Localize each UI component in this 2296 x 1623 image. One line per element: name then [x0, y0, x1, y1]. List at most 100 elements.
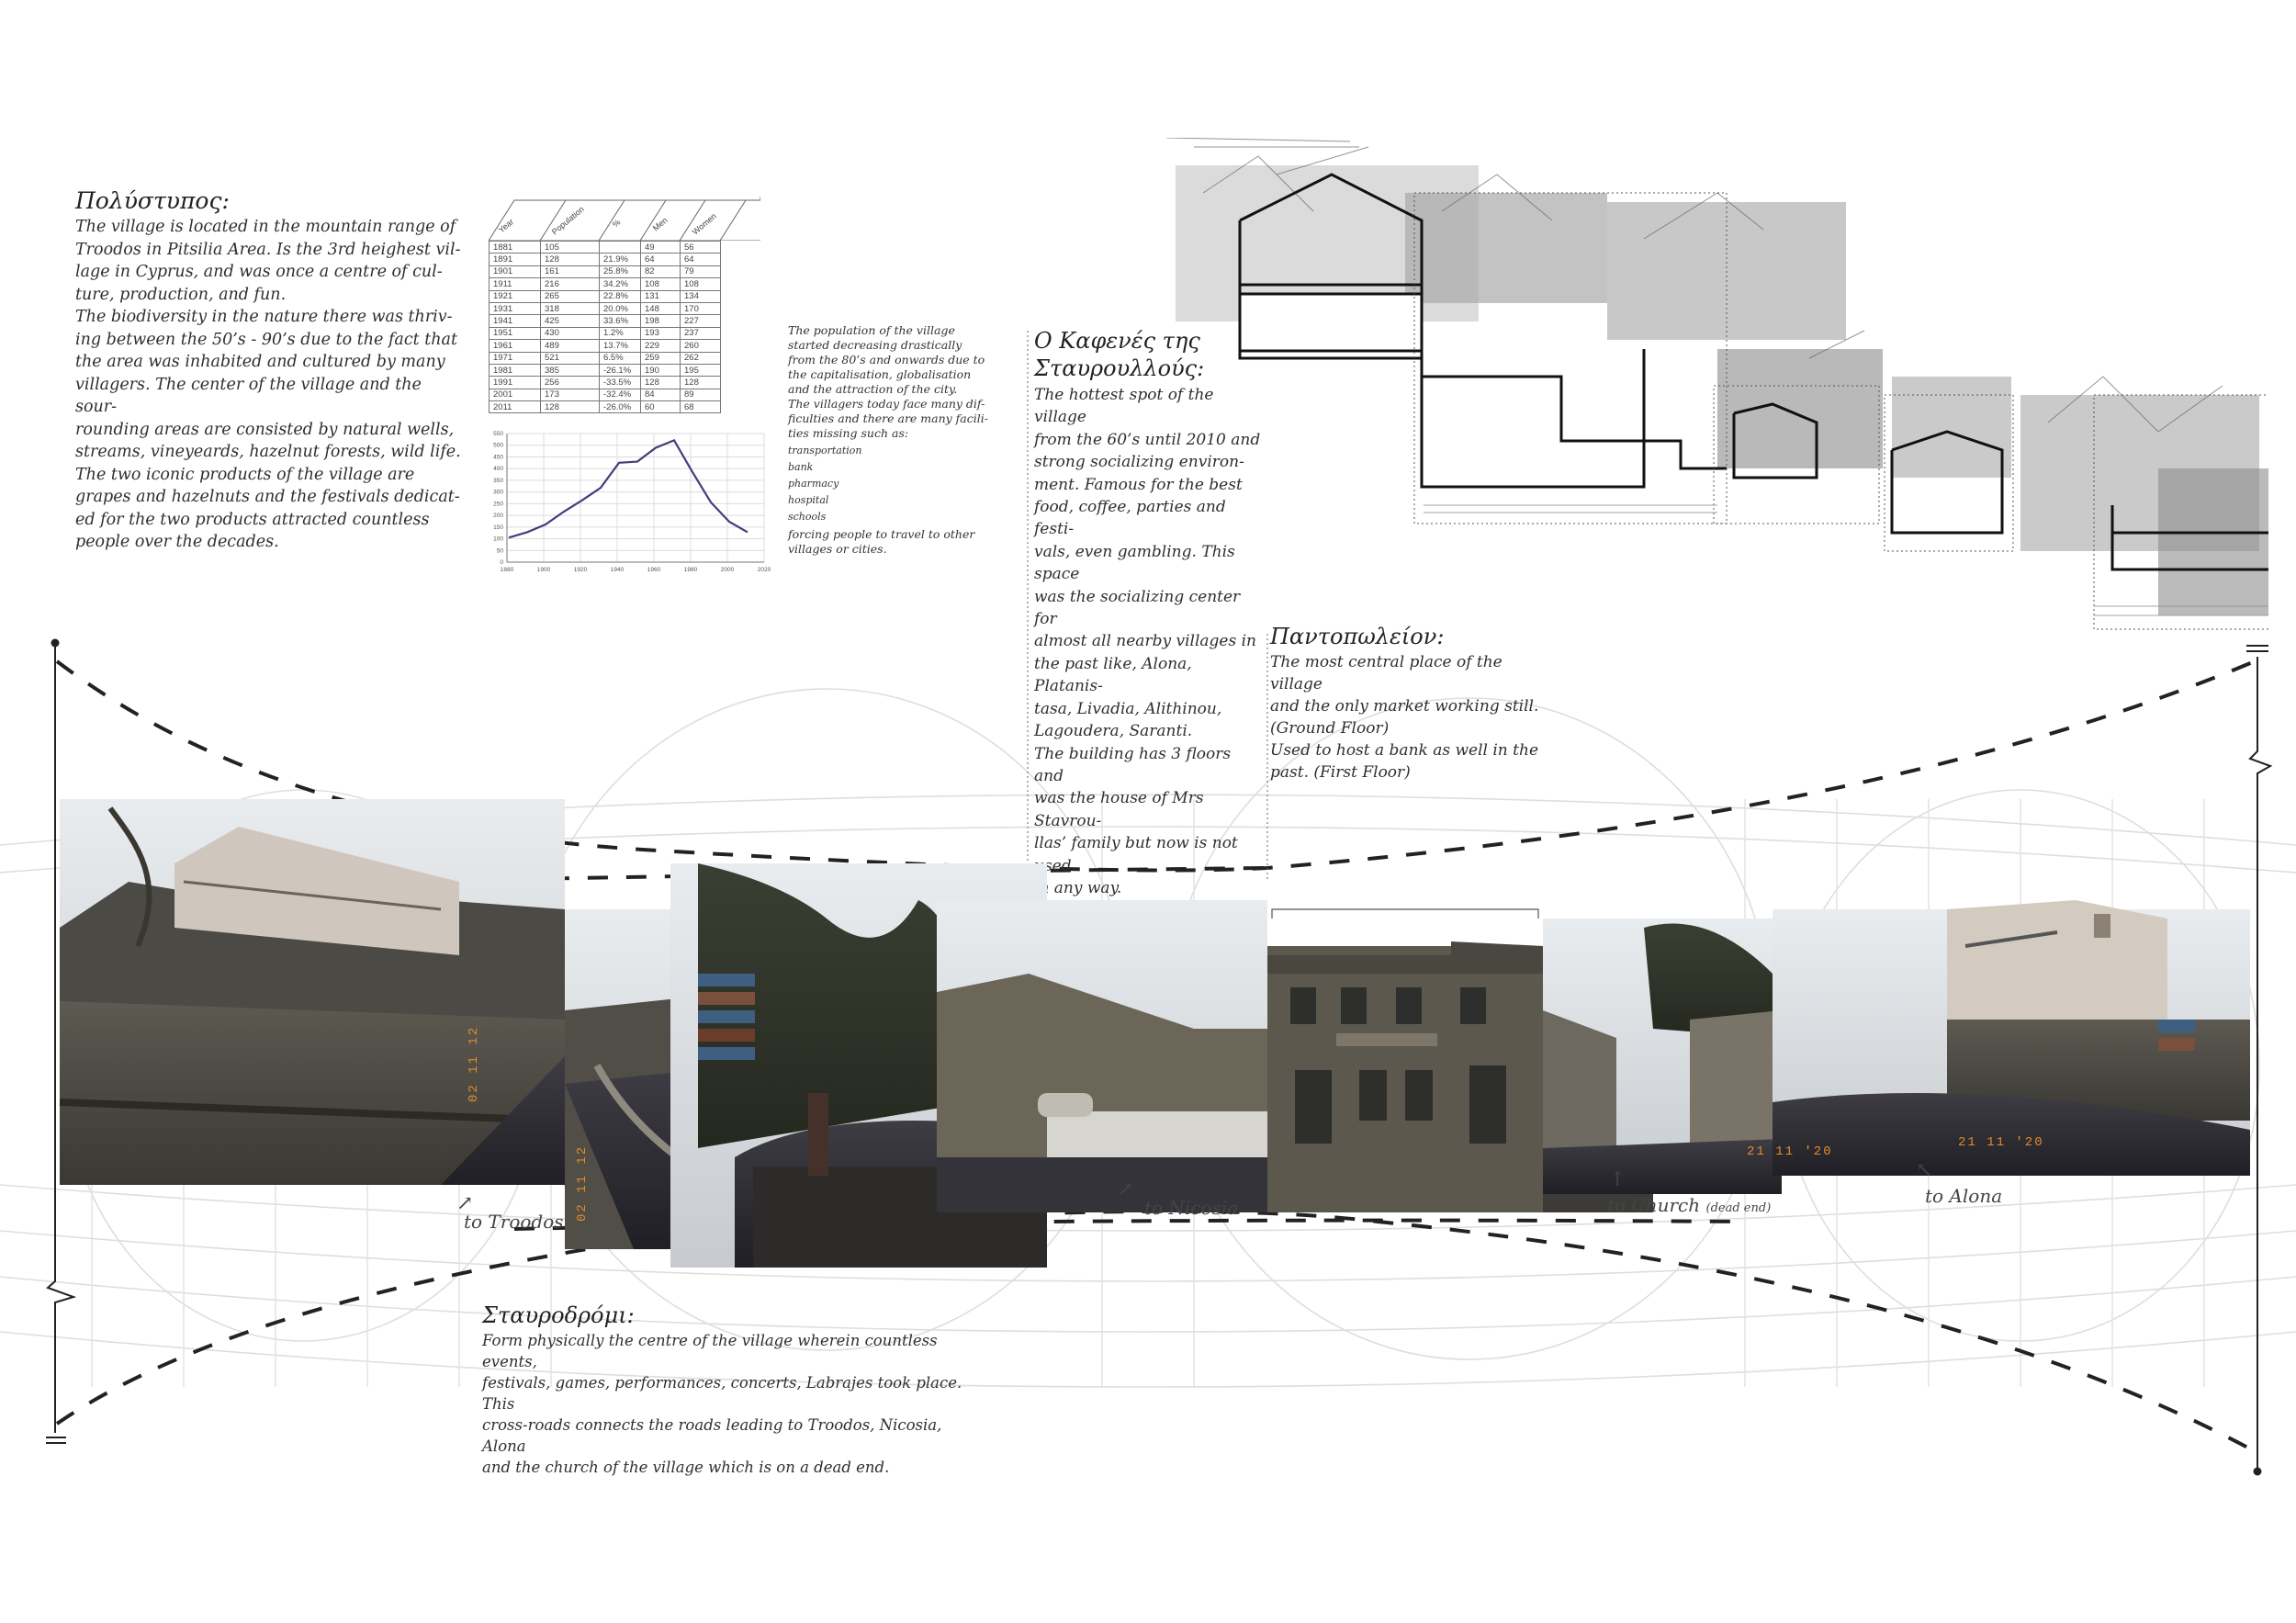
cafe-title-line: Σταυρουλλούς: — [1034, 355, 1205, 381]
chart-x-tick: 1980 — [684, 567, 698, 573]
decline-line: from the 80’s and onwards due to — [788, 353, 985, 366]
cafe-line: food, coffee, parties and festi- — [1034, 498, 1226, 539]
direction-signs-icon — [698, 974, 755, 1060]
chart-y-tick: 500 — [493, 443, 503, 449]
missing-facilities-list: transportation bank pharmacy hospital school… — [788, 443, 1008, 525]
table-cell: 68 — [680, 400, 721, 414]
photo-stamp-3: 21 11 '20 — [1747, 1144, 1833, 1159]
facility-item: pharmacy — [788, 478, 839, 490]
cafe-line: tasa, Livadia, Alithinou, — [1034, 699, 1222, 718]
photo-stamp-1: 02 11 12 — [467, 1025, 481, 1102]
shop-line: past. (First Floor) — [1270, 763, 1411, 782]
direction-alona: ↖ to Alona — [1916, 1159, 2003, 1207]
photo-white-building — [937, 900, 1267, 1212]
chart-y-tick: 400 — [493, 466, 503, 472]
table-header-skew: Year Population % Men Women — [489, 197, 760, 241]
shop-section: Παντοπωλείον: The most central place of … — [1270, 624, 1546, 783]
intro-line: ing between the 50’s - 90’s due to the f… — [75, 330, 458, 349]
decline-line: The villagers today face many dif- — [788, 397, 985, 411]
intro-line: The two iconic products of the village a… — [75, 465, 415, 484]
crossroads-title: Σταυροδρόμι: — [482, 1302, 635, 1328]
shop-line: and the only market working still. — [1270, 697, 1539, 716]
photo-stamp-2: 02 11 12 — [575, 1144, 590, 1222]
photo-right-street — [1773, 900, 2250, 1176]
direction-nicosia: ↗ to Nicosia — [1117, 1178, 1239, 1219]
chart-x-tick: 1880 — [501, 567, 514, 573]
chart-x-tick: 2000 — [721, 567, 735, 573]
arrow-up-left-icon: ↖ — [1916, 1159, 1933, 1182]
direction-troodos: ↗ to Troodos — [456, 1192, 564, 1233]
decline-line: and the attraction of the city. — [788, 382, 958, 396]
crossroads-paragraph: Form physically the centre of the villag… — [482, 1330, 978, 1478]
shop-line: Used to host a bank as well in the — [1270, 741, 1539, 760]
arrow-up-icon: ↑ — [1609, 1168, 1626, 1191]
arrow-up-right-icon: ↗ — [456, 1192, 474, 1215]
decline-line: ficulties and there are many facili- — [788, 411, 988, 425]
facility-item: hospital — [788, 494, 829, 506]
intro-paragraph: The village is located in the mountain r… — [75, 216, 461, 554]
photo-church-road — [1543, 919, 1782, 1194]
chart-y-tick: 100 — [493, 536, 503, 543]
cafe-line: in any way. — [1034, 878, 1122, 897]
cafe-title-line: Ο Καφενές της — [1034, 328, 1200, 354]
chart-y-tick: 50 — [497, 547, 504, 554]
chart-x-tick: 1940 — [611, 567, 625, 573]
shop-title: Παντοπωλείον: — [1270, 624, 1445, 649]
crossroads-line: and the church of the village which is o… — [482, 1459, 890, 1476]
facility-item: bank — [788, 461, 814, 473]
cafe-line: almost all nearby villages in — [1034, 632, 1256, 651]
intro-line: The biodiversity in the nature there was… — [75, 308, 453, 326]
intro-section: Πολύστυπος: The village is located in th… — [75, 187, 461, 554]
intro-line: The village is located in the mountain r… — [75, 218, 456, 236]
chart-y-tick: 300 — [493, 490, 503, 496]
cafe-line: The building has 3 floors and — [1034, 744, 1232, 785]
facility-item: schools — [788, 511, 827, 523]
decline-line: started decreasing drastically — [788, 338, 962, 352]
intro-line: ture, production, and fun. — [75, 285, 287, 304]
building-section-drawing — [1166, 138, 2268, 630]
crossroads-line: cross-roads connects the roads leading t… — [482, 1416, 942, 1455]
intro-line: people over the decades. — [75, 533, 279, 551]
decline-line: The population of the village — [788, 323, 955, 337]
crossroads-line: festivals, games, performances, concerts… — [482, 1374, 962, 1413]
chart-x-tick: 1920 — [574, 567, 588, 573]
cafe-line: was the house of Mrs Stavrou- — [1034, 789, 1204, 830]
cafe-line: vals, even gambling. This space — [1034, 542, 1235, 584]
intro-line: lage in Cyprus, and was once a centre of… — [75, 263, 443, 281]
chart-y-tick: 250 — [493, 501, 503, 507]
facility-item: transportation — [788, 445, 862, 456]
decline-closing-line: villages or cities. — [788, 542, 887, 556]
cafe-line: ment. Famous for the best — [1034, 475, 1243, 494]
chart-axes — [506, 434, 764, 563]
photo-left-street — [59, 799, 566, 1185]
chart-x-tick: 2020 — [758, 567, 771, 573]
intro-line: grapes and hazelnuts and the festivals d… — [75, 488, 460, 506]
intro-line: the area was inhabited and cultured by m… — [75, 353, 445, 371]
intro-title: Πολύστυπος: — [75, 187, 230, 214]
chart-population-line — [508, 439, 748, 539]
chart-y-tick: 450 — [493, 454, 503, 460]
intro-line: streams, vineyeards, hazelnut forests, w… — [75, 443, 461, 461]
intro-line: rounding areas are consisted by natural … — [75, 420, 455, 439]
intro-line: Troodos in Pitsilia Area. Is the 3rd hei… — [75, 240, 461, 259]
intro-line: ed for the two products attracted countl… — [75, 510, 430, 529]
cafe-line: from the 60’s until 2010 and — [1034, 430, 1261, 449]
chart-x-tick: 1900 — [537, 567, 551, 573]
